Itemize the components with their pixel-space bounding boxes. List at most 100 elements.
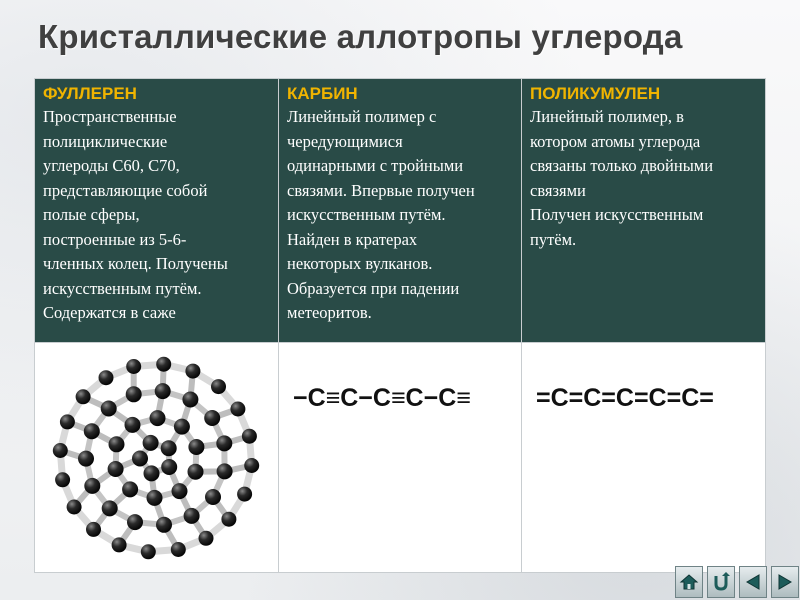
carbon-atom	[211, 379, 226, 395]
text-line: искусственным путём.	[43, 278, 202, 298]
text-line: чередующимися	[287, 131, 403, 151]
carbon-atom	[101, 500, 118, 517]
carbon-atom	[100, 400, 117, 417]
carbon-atom	[188, 439, 205, 455]
home-button[interactable]	[675, 566, 703, 598]
carbon-atom	[143, 465, 160, 482]
text-line: связаны только двойными	[530, 156, 714, 175]
carbon-atom	[84, 477, 101, 494]
text-line: метеоритов.	[287, 303, 372, 322]
carbon-atom	[170, 542, 186, 557]
carbon-atom	[149, 410, 166, 427]
text-line: искусственным путём.	[287, 205, 446, 224]
carbon-atom	[198, 530, 214, 546]
carbon-atom	[122, 481, 139, 498]
text-line: связями. Впервые получен	[287, 180, 475, 200]
carbon-atom	[78, 450, 94, 467]
carbyne-formula-cell: −C≡C−C≡C−C≡	[278, 342, 522, 573]
carbyne-description-cell: КАРБИН Линейный полимер с чередующимися …	[278, 78, 522, 343]
illustration-row: −C≡C−C≡C−C≡ =C=C=C=C=C=	[34, 342, 766, 573]
carbon-atom	[160, 440, 177, 457]
carbon-atom	[52, 443, 68, 458]
text-line: представляющие собой	[43, 180, 208, 200]
carbyne-heading: КАРБИН	[287, 84, 358, 103]
previous-button[interactable]	[739, 566, 767, 598]
text-line: одинарными с тройными	[287, 156, 464, 175]
carbon-atom	[126, 359, 142, 374]
carbon-atom	[205, 489, 221, 505]
carbon-atom	[140, 544, 156, 560]
next-icon	[778, 574, 792, 590]
polycumulene-description: Линейный полимер, в котором атомы углеро…	[530, 105, 757, 252]
carbon-atom	[55, 472, 71, 488]
carbon-atom	[216, 463, 233, 480]
fullerene-image-cell	[34, 342, 279, 573]
carbon-atom	[156, 356, 172, 372]
carbon-atom	[185, 363, 201, 379]
text-line: котором атомы углерода	[530, 131, 701, 151]
previous-icon	[746, 574, 760, 590]
text-line: Образуется при падении	[287, 278, 460, 298]
carbon-atom	[66, 499, 82, 515]
carbon-atom	[142, 434, 159, 451]
carbon-atom	[182, 391, 199, 408]
text-line: Получен искусственным	[530, 205, 704, 224]
text-line: углероды С60, С70,	[43, 156, 180, 175]
allotropes-table: ФУЛЛЕРЕН Пространственные полициклически…	[34, 78, 766, 573]
slide-title: Кристаллические аллотропы углерода	[38, 18, 683, 55]
text-line: Содержатся в саже	[43, 303, 176, 322]
carbon-atom	[146, 489, 163, 506]
carbon-atom	[237, 486, 253, 502]
carbon-atom	[83, 423, 100, 440]
carbon-atom	[132, 450, 148, 467]
text-line: полициклические	[43, 131, 168, 151]
carbon-atom	[75, 389, 91, 405]
text-line: членных колец. Получены	[43, 254, 228, 273]
carbon-atom	[124, 416, 141, 433]
carbon-atom	[156, 516, 172, 533]
carbon-atom	[108, 436, 125, 453]
fullerene-description: Пространственные полициклические углерод…	[43, 105, 270, 326]
carbon-atom	[216, 435, 233, 452]
text-line: Линейный полимер, в	[530, 107, 684, 126]
text-line: некоторых вулканов.	[287, 254, 433, 273]
carbon-atom	[173, 418, 190, 435]
carbyne-formula: −C≡C−C≡C−C≡	[293, 384, 471, 412]
text-line: Пространственные	[43, 107, 177, 126]
carbon-atom	[59, 414, 75, 430]
text-line: Найден в кратерах	[287, 229, 418, 249]
carbon-atom	[241, 428, 257, 444]
home-icon	[679, 574, 699, 590]
carbon-atom	[171, 483, 188, 500]
text-line: построенные из 5-6-	[43, 229, 187, 249]
text-line: Линейный полимер с	[287, 107, 437, 126]
next-button[interactable]	[771, 566, 799, 598]
description-row: ФУЛЛЕРЕН Пространственные полициклически…	[34, 78, 766, 343]
fullerene-heading: ФУЛЛЕРЕН	[43, 84, 137, 103]
carbon-atom	[125, 386, 142, 403]
fullerene-molecule-image	[52, 356, 260, 560]
carbon-atom	[187, 463, 204, 480]
carbon-atom	[111, 537, 127, 553]
carbon-atom	[221, 511, 237, 527]
polycumulene-formula: =C=C=C=C=C=	[536, 384, 714, 412]
return-icon	[714, 572, 730, 591]
polycumulene-formula-cell: =C=C=C=C=C=	[521, 342, 766, 573]
fullerene-description-cell: ФУЛЛЕРЕН Пространственные полициклически…	[34, 78, 279, 343]
carbon-atom	[107, 461, 124, 477]
carbon-atom	[98, 370, 114, 386]
carbyne-description: Линейный полимер с чередующимися одинарн…	[287, 105, 513, 326]
carbon-atom	[230, 401, 246, 417]
text-line: связями	[530, 180, 586, 200]
carbon-atom	[161, 459, 178, 475]
return-button[interactable]	[707, 566, 735, 598]
text-line: полые сферы,	[43, 205, 140, 224]
polycumulene-heading: ПОЛИКУМУЛЕН	[530, 84, 661, 103]
carbon-atom	[204, 410, 221, 426]
carbon-atom	[154, 383, 171, 400]
carbon-atom	[244, 458, 260, 473]
text-line: путём.	[530, 229, 577, 249]
carbon-atom	[183, 507, 200, 524]
carbon-atom	[86, 521, 101, 537]
carbon-atom	[127, 514, 143, 531]
